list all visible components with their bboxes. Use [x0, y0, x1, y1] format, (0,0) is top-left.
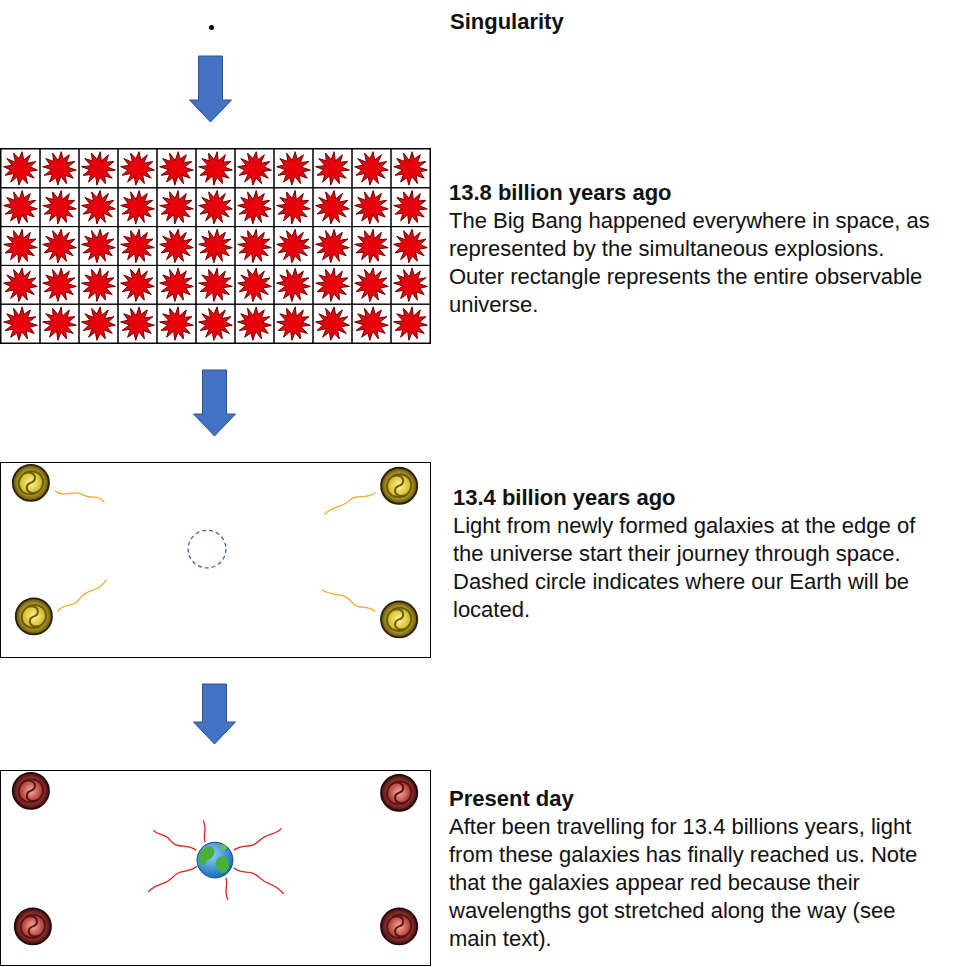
galaxy-icon [381, 468, 417, 504]
light-ray [148, 866, 197, 892]
singularity-point: Singularity [209, 25, 214, 30]
light-ray [324, 493, 375, 515]
panel-illustration [1, 771, 430, 965]
light-ray [153, 830, 196, 850]
panel-heading: 13.4 billion years ago [453, 484, 945, 512]
light-ray [234, 868, 284, 894]
panel-description: Light from newly formed galaxies at the … [453, 512, 945, 624]
light-ray [226, 878, 228, 900]
universe-frame [0, 148, 431, 344]
panel-caption: Singularity [450, 8, 930, 36]
explosion-grid [1, 149, 430, 343]
galaxy-icon [16, 598, 52, 634]
light-ray [322, 590, 376, 612]
universe-panel: 13.8 billion years agoThe Big Bang happe… [0, 148, 431, 344]
galaxy-icon [381, 775, 417, 811]
galaxy-icon [381, 908, 417, 944]
light-ray [234, 828, 282, 850]
galaxy-icon [381, 601, 417, 637]
universe-frame [0, 770, 431, 966]
universe-frame [0, 462, 431, 658]
panel-description: After been travelling for 13.4 billions … [449, 813, 941, 953]
flow-arrow [194, 370, 236, 436]
panel-caption: 13.4 billion years agoLight from newly f… [453, 484, 945, 624]
galaxy-icon [15, 908, 51, 944]
light-ray [203, 820, 205, 842]
panel-illustration [1, 149, 430, 343]
earth-icon [197, 842, 233, 878]
universe-panel: Present dayAfter been travelling for 13.… [0, 770, 431, 966]
flow-arrow [194, 684, 236, 744]
panel-heading: Singularity [450, 8, 930, 36]
panel-illustration [1, 463, 430, 657]
panel-heading: 13.8 billion years ago [449, 179, 941, 207]
light-ray [55, 491, 105, 503]
panel-caption: Present dayAfter been travelling for 13.… [449, 785, 941, 953]
earth-location [188, 530, 226, 568]
galaxy-icon [13, 465, 49, 501]
universe-panel: 13.4 billion years agoLight from newly f… [0, 462, 431, 658]
panel-caption: 13.8 billion years agoThe Big Bang happe… [449, 179, 941, 319]
panel-description: The Big Bang happened everywhere in spac… [449, 207, 941, 319]
galaxy-icon [13, 773, 49, 809]
flow-arrow [190, 56, 232, 122]
light-ray [58, 580, 107, 612]
panel-heading: Present day [449, 785, 941, 813]
singularity-dot [209, 25, 214, 30]
